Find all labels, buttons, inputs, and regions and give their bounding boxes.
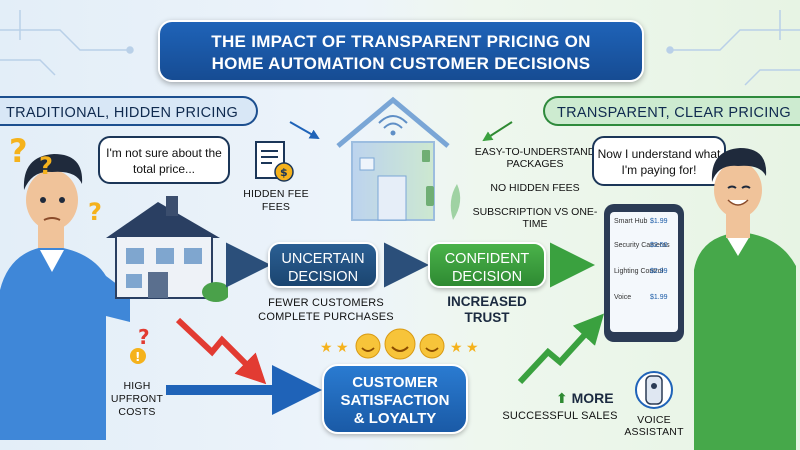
feature-item: EASY-TO-UNDERSTAND PACKAGES xyxy=(474,146,596,170)
voice-assistant-icon xyxy=(635,371,673,409)
satisfaction-line-3: & LOYALTY xyxy=(353,410,437,427)
question-mark-icon: ? xyxy=(39,152,53,180)
voice-assistant-label: VOICE ASSISTANT xyxy=(616,414,692,438)
banner-traditional-label: TRADITIONAL, HIDDEN PRICING xyxy=(6,105,239,121)
price-row: Voice $1.99 xyxy=(614,294,674,301)
price-item-value: $2.50 xyxy=(650,242,668,249)
more-text: MORE xyxy=(571,390,614,406)
price-row: Smart Hub $1.99 xyxy=(614,218,674,225)
trust-line-1: INCREASED xyxy=(447,294,527,309)
question-mark-icon: ? xyxy=(88,198,102,226)
satisfaction-line-2: SATISFACTION xyxy=(340,392,450,409)
confident-line-2: DECISION xyxy=(451,269,523,285)
hidden-fee-line-2: FEES xyxy=(261,201,291,213)
high-upfront-costs-label: HIGH UPFRONT COSTS xyxy=(108,380,166,419)
high-upfront-line-2: UPFRONT xyxy=(110,393,164,405)
price-item-label: Voice xyxy=(614,294,632,301)
svg-text:?: ? xyxy=(39,152,53,180)
svg-text:★: ★ xyxy=(320,340,333,356)
happy-customer-illustration xyxy=(694,148,796,450)
up-arrow-icon: ⬆ xyxy=(556,390,568,406)
banner-transparent-label: TRANSPARENT, CLEAR PRICING xyxy=(557,105,791,121)
banner-transparent-pricing: TRANSPARENT, CLEAR PRICING xyxy=(543,96,800,126)
more-label: ⬆ MORE xyxy=(556,390,614,407)
successful-sales-label: SUCCESSFUL SALES xyxy=(500,410,620,422)
price-item-value: $1.99 xyxy=(650,218,668,225)
price-item-label: Smart Hub xyxy=(614,218,648,225)
uncertain-line-1: UNCERTAIN xyxy=(281,251,365,267)
feature-item: SUBSCRIPTION VS ONE-TIME xyxy=(472,206,598,230)
svg-text:$: $ xyxy=(280,166,288,179)
high-upfront-line-3: COSTS xyxy=(118,406,156,418)
successful-sales-text: SUCCESSFUL SALES xyxy=(502,410,618,422)
svg-text:?: ? xyxy=(88,198,102,226)
svg-text:★: ★ xyxy=(336,340,349,356)
banner-traditional-pricing: TRADITIONAL, HIDDEN PRICING xyxy=(0,96,258,126)
svg-text:?: ? xyxy=(138,325,150,349)
feature-item: NO HIDDEN FEES xyxy=(490,182,580,194)
arrow-to-house-left xyxy=(289,121,320,139)
svg-text:!: ! xyxy=(135,350,140,364)
price-row: Security Cameras $2.50 xyxy=(614,242,674,249)
price-item-value: $2.99 xyxy=(650,268,668,275)
speech-bubble-right: Now I understand what I'm paying for! xyxy=(592,136,726,186)
hidden-fee-line-1: HIDDEN FEE xyxy=(243,188,309,200)
increased-trust-label: INCREASED TRUST xyxy=(428,294,546,326)
confident-line-1: CONFIDENT xyxy=(444,251,530,267)
uncertain-decision-box: UNCERTAIN DECISION xyxy=(268,242,378,288)
trust-line-2: TRUST xyxy=(464,310,510,325)
voice-assistant-line-2: ASSISTANT xyxy=(624,426,684,438)
tablet-device xyxy=(604,204,684,342)
speech-text-right: Now I understand what I'm paying for! xyxy=(597,147,721,177)
high-upfront-line-1: HIGH xyxy=(123,380,151,392)
customer-satisfaction-box: CUSTOMER SATISFACTION & LOYALTY xyxy=(322,364,468,434)
transparent-features-list: EASY-TO-UNDERSTAND PACKAGES NO HIDDEN FE… xyxy=(470,146,600,239)
price-row: Lighting Control $2.99 xyxy=(614,268,674,275)
fewer-line-2: COMPLETE PURCHASES xyxy=(258,311,394,323)
price-item-value: $1.99 xyxy=(650,294,668,301)
title-line-1: THE IMPACT OF TRANSPARENT PRICING ON xyxy=(211,32,591,51)
title-line-2: HOME AUTOMATION CUSTOMER DECISIONS xyxy=(211,54,591,73)
arrow-to-house-right xyxy=(482,121,513,142)
uncertain-line-2: DECISION xyxy=(287,269,359,285)
declining-trend-arrow xyxy=(175,317,267,385)
tablet-price-list: Smart Hub $1.99 Security Cameras $2.50 L… xyxy=(606,214,678,324)
voice-assistant-line-1: VOICE xyxy=(637,414,671,426)
fewer-line-1: FEWER CUSTOMERS xyxy=(268,297,384,309)
house-icon xyxy=(106,196,228,302)
question-mark-icon: ? xyxy=(9,132,28,170)
price-item-label: Lighting Control xyxy=(614,268,664,275)
growth-trend-arrow xyxy=(517,313,605,385)
price-item-label: Security Cameras xyxy=(614,242,670,249)
invoice-document-icon: $ xyxy=(255,141,294,182)
hidden-fee-label: HIDDEN FEE FEES xyxy=(236,188,316,214)
warning-icon: ? ! xyxy=(130,325,150,364)
satisfaction-emoji-row: ★ ★ ★ ★ xyxy=(320,328,479,360)
satisfaction-line-1: CUSTOMER xyxy=(352,374,438,391)
confident-decision-box: CONFIDENT DECISION xyxy=(428,242,546,288)
confused-customer-illustration xyxy=(0,154,130,440)
page-title: THE IMPACT OF TRANSPARENT PRICING ON HOM… xyxy=(158,20,644,82)
fewer-customers-label: FEWER CUSTOMERS COMPLETE PURCHASES xyxy=(256,296,396,324)
svg-text:?: ? xyxy=(9,132,28,170)
svg-text:★: ★ xyxy=(466,340,479,356)
speech-text-left: I'm not sure about the total price... xyxy=(106,146,222,176)
svg-text:★: ★ xyxy=(450,340,463,356)
speech-bubble-left: I'm not sure about the total price... xyxy=(98,136,230,184)
smart-home-icon xyxy=(336,96,461,221)
